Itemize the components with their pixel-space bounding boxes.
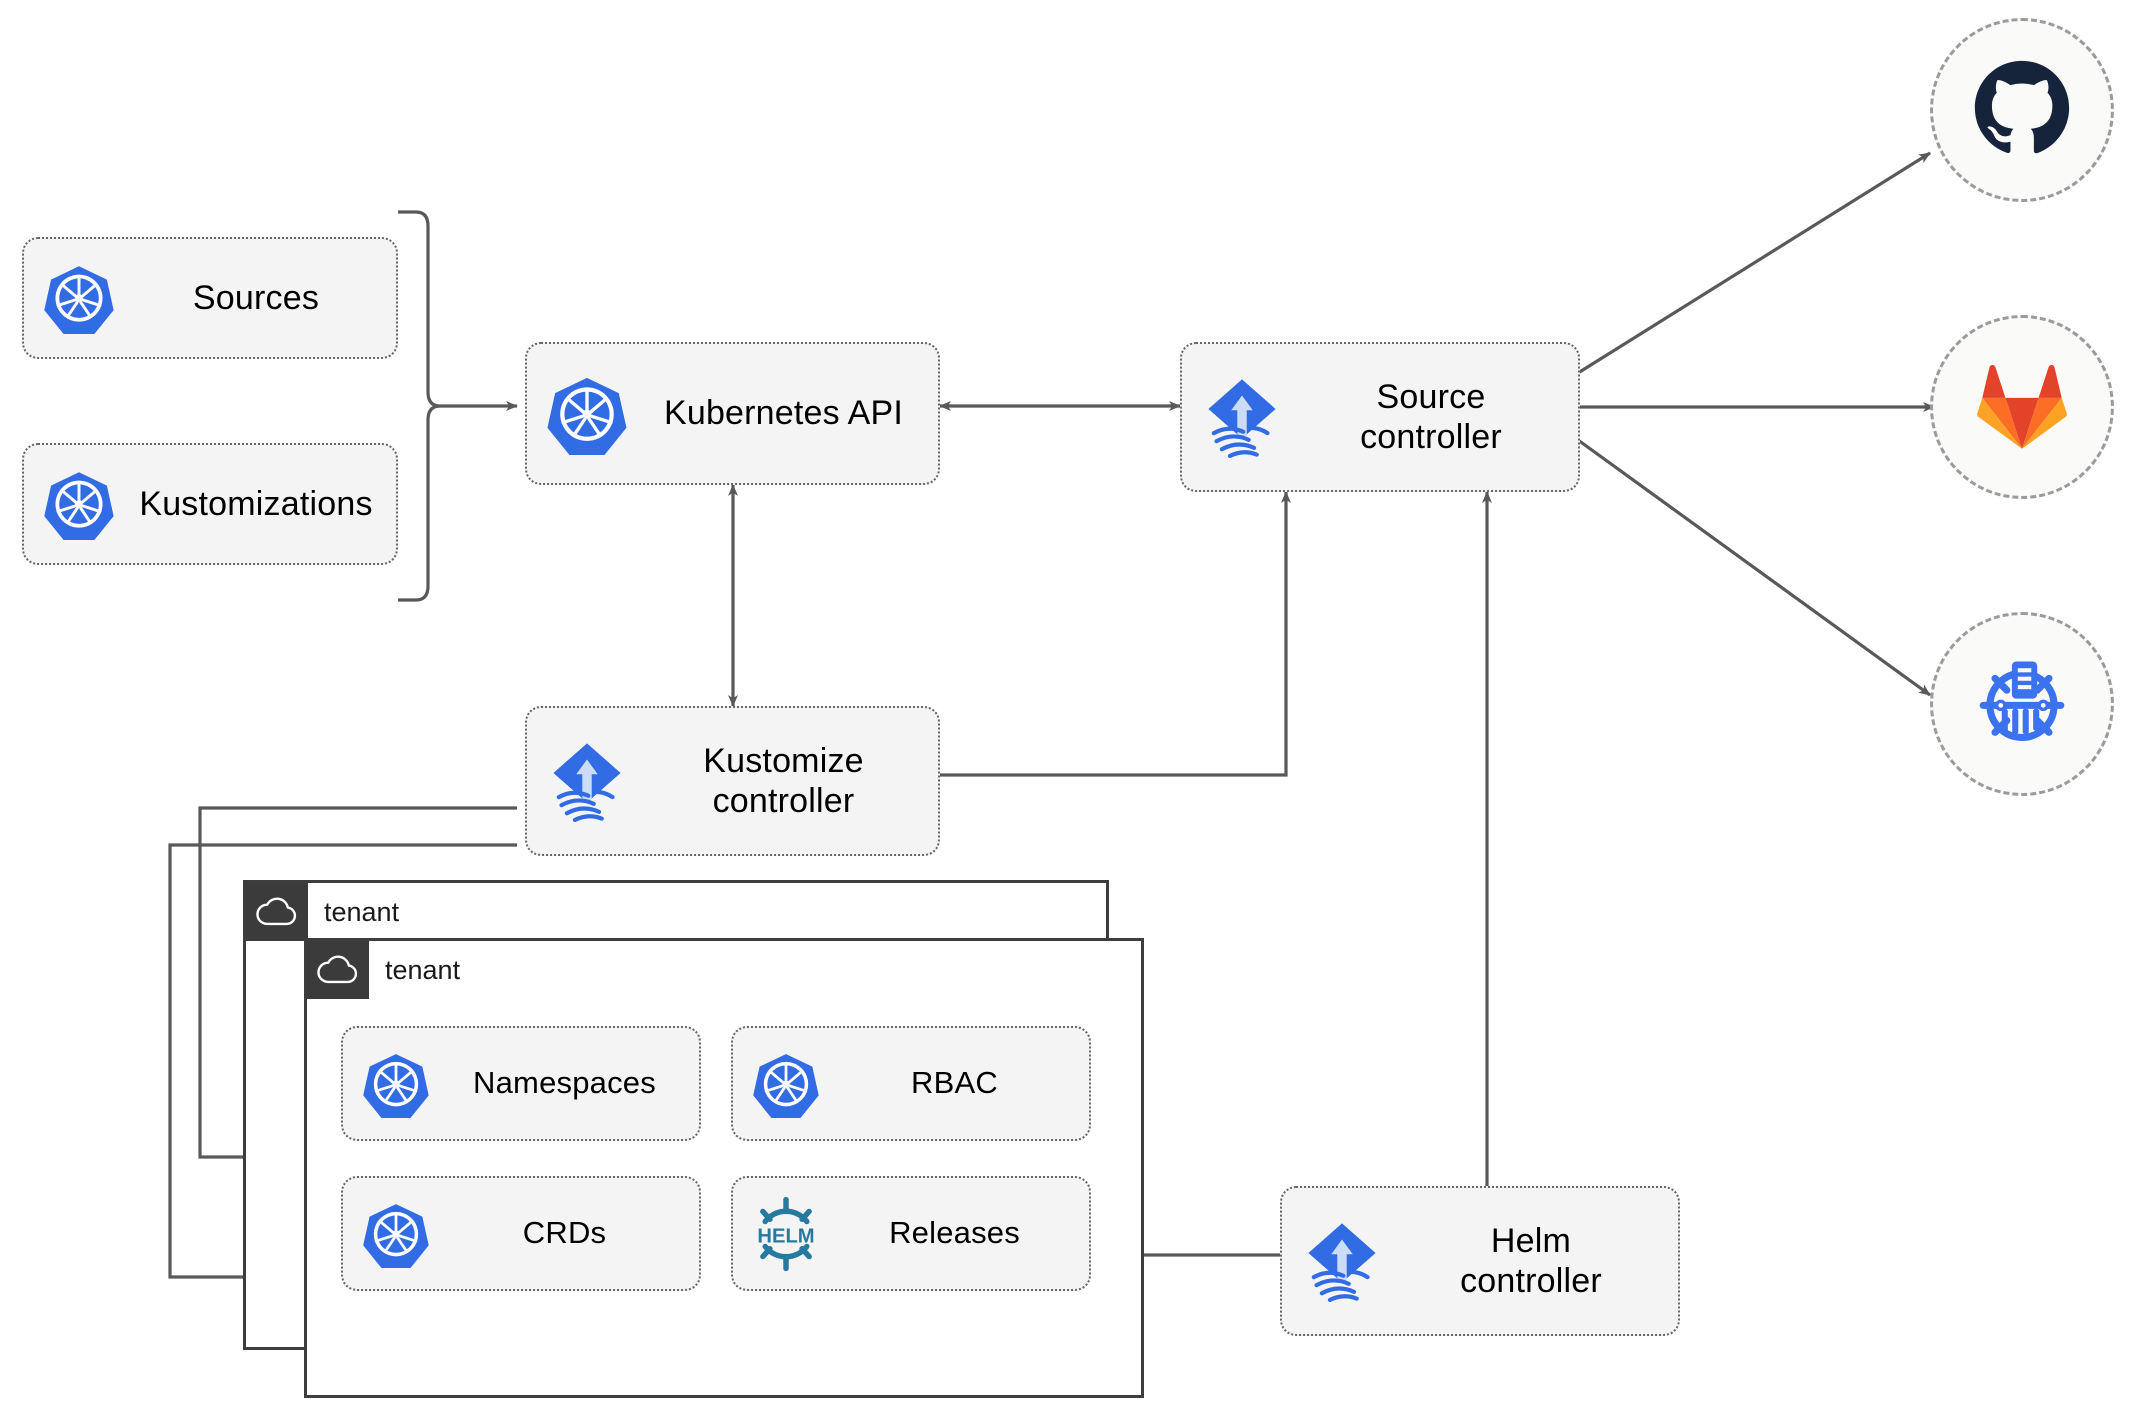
node-sources[interactable]: Sources	[22, 237, 398, 359]
node-namespaces-label: Namespaces	[473, 1065, 656, 1101]
node-rbac[interactable]: RBAC	[731, 1026, 1091, 1141]
edge-kustomize-source	[940, 491, 1291, 777]
node-crds[interactable]: CRDs	[341, 1176, 701, 1291]
node-kustomize-controller[interactable]: Kustomize controller	[525, 706, 940, 856]
kubernetes-icon	[24, 262, 134, 334]
node-releases-label: Releases	[889, 1215, 1020, 1251]
node-source-controller-label: Source controller	[1360, 377, 1502, 456]
node-gitlab[interactable]	[1930, 315, 2114, 499]
cloud-icon	[317, 955, 358, 984]
github-icon	[1970, 56, 2074, 165]
node-kustomizations[interactable]: Kustomizations	[22, 443, 398, 565]
node-sources-label: Sources	[192, 278, 320, 317]
kubernetes-icon	[733, 1050, 838, 1118]
kubernetes-icon	[527, 373, 647, 455]
node-crds-label: CRDs	[522, 1215, 607, 1251]
helm-icon: HELM	[733, 1196, 838, 1272]
helm-repository-icon	[1968, 648, 2076, 761]
gitlab-icon	[1972, 357, 2072, 458]
edge-source-helmrepo	[1577, 438, 1931, 697]
resources-bracket	[398, 210, 441, 602]
edge-source-github	[1577, 151, 1931, 375]
kubernetes-icon	[343, 1050, 448, 1118]
node-source-controller[interactable]: Source controller	[1180, 342, 1580, 492]
tenant-inner-label: tenant	[385, 955, 461, 985]
kubernetes-icon	[343, 1200, 448, 1268]
flux-icon	[527, 738, 647, 824]
kubernetes-icon	[24, 468, 134, 540]
tenant-inner[interactable]: tenant	[304, 938, 1144, 1398]
node-namespaces[interactable]: Namespaces	[341, 1026, 701, 1141]
cloud-icon	[256, 897, 297, 926]
cloud-icon-tab-outer	[246, 883, 308, 941]
node-github[interactable]	[1930, 18, 2114, 202]
cloud-icon-tab-inner	[307, 941, 369, 999]
node-kustomizations-label: Kustomizations	[139, 484, 373, 523]
node-rbac-label: RBAC	[911, 1065, 998, 1101]
node-kustomize-controller-label: Kustomize controller	[703, 741, 864, 820]
node-kubernetes-api[interactable]: Kubernetes API	[525, 342, 940, 485]
flux-icon	[1182, 374, 1302, 460]
tenant-outer-label: tenant	[324, 897, 400, 927]
node-helm-controller[interactable]: Helm controller	[1280, 1186, 1680, 1336]
flux-icon	[1282, 1218, 1402, 1304]
node-kubernetes-api-label: Kubernetes API	[663, 394, 904, 433]
node-helm-repository[interactable]	[1930, 612, 2114, 796]
svg-text:HELM: HELM	[757, 1225, 814, 1247]
node-releases[interactable]: HELM Releases	[731, 1176, 1091, 1291]
node-helm-controller-label: Helm controller	[1460, 1221, 1602, 1300]
